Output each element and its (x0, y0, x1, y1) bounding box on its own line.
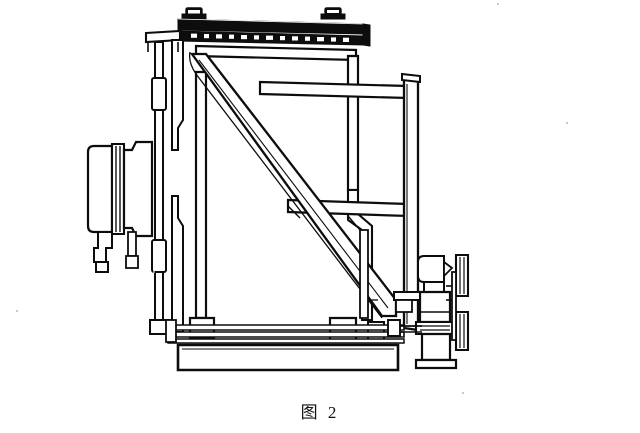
left-outer-post (151, 41, 167, 331)
drive-neck-band (423, 281, 445, 293)
drive-pedestal (420, 332, 452, 362)
rail-perforations (191, 33, 349, 42)
motor-foot (95, 261, 109, 273)
bottom-rails (167, 324, 405, 344)
motor-barrel (86, 144, 114, 234)
gearbox-flange (122, 140, 154, 238)
tank-right-wall (346, 54, 360, 192)
lower-pulley (454, 310, 470, 352)
scan-speck (462, 392, 464, 394)
upper-pulley (454, 253, 470, 298)
base-plate (176, 343, 400, 372)
left-frame-wall (171, 39, 184, 333)
scan-speck (566, 122, 568, 124)
detail-lines (147, 42, 378, 301)
drive-motor-assembly (86, 140, 154, 273)
drive-connector-arm (393, 291, 421, 313)
drive-motor-head (417, 255, 445, 283)
right-post-cap (401, 72, 421, 84)
motor-coupling (110, 142, 126, 236)
drive-base-link (387, 319, 422, 337)
top-lug-left (181, 7, 207, 20)
drive-shaft-nose (443, 260, 454, 279)
tank-left-post (194, 70, 208, 320)
drive-foot-plate (414, 358, 458, 370)
left-post-block-upper (151, 77, 167, 111)
scan-speck (497, 3, 499, 5)
top-lug-right (320, 7, 346, 20)
drive-belt (446, 271, 457, 341)
left-lower-bracket (149, 319, 177, 343)
inner-right-post (359, 229, 369, 319)
scan-speck (153, 271, 155, 273)
drive-body-block (418, 290, 452, 324)
belt-drive-assembly (387, 253, 470, 370)
perforated-top-rail (177, 18, 371, 47)
left-post-block-lower (151, 239, 167, 273)
upper-cross-member (258, 80, 410, 100)
figure-caption: 图 2 (300, 403, 340, 422)
scan-speck (16, 310, 18, 312)
gearbox-stub (127, 231, 137, 257)
